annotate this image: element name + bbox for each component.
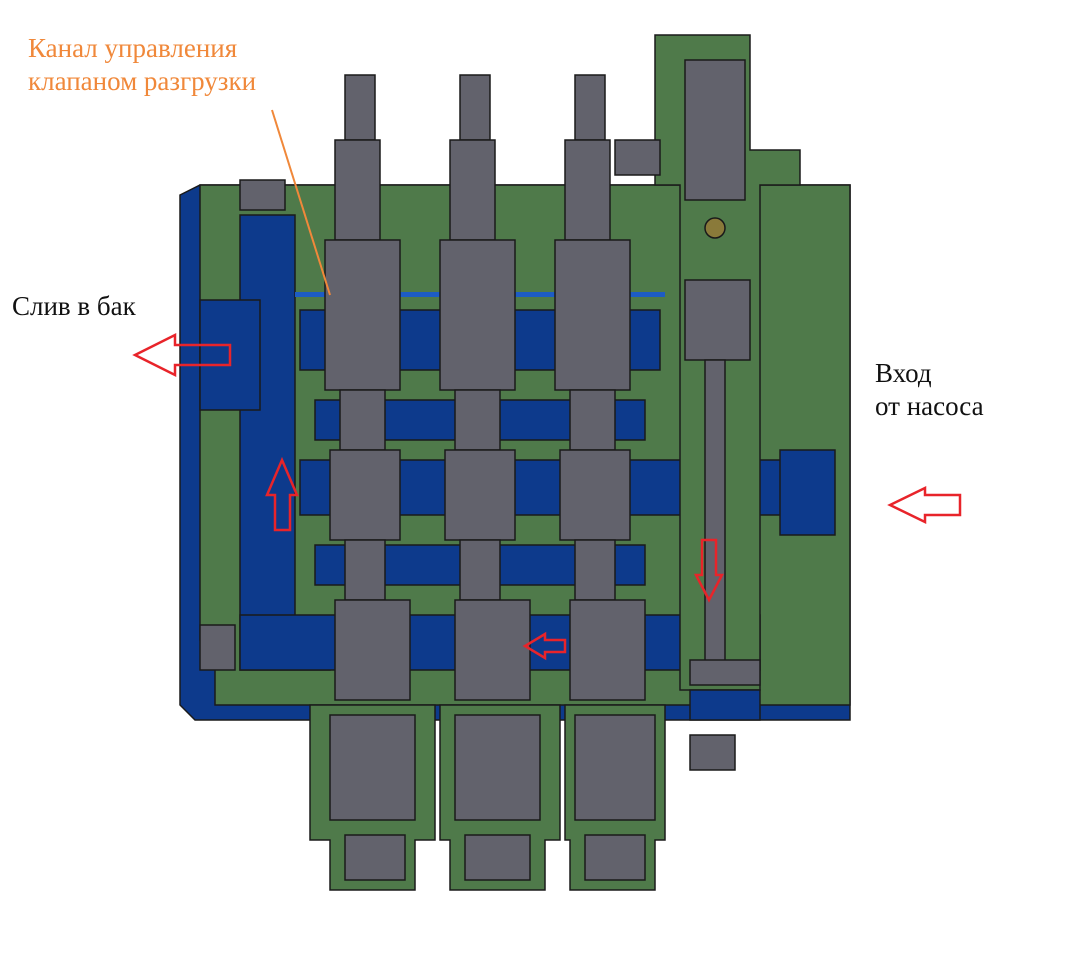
control-channel-label-line1: Канал управления [28,33,238,63]
inlet-arrow-icon [887,486,962,524]
spool-3 [554,74,646,701]
control-channel-label: Канал управления клапаном разгрузки [28,32,256,98]
spool-2 [439,74,531,701]
inlet-label-line2: от насоса [875,391,984,421]
spool-1 [324,74,411,701]
drain-arrow-icon [132,332,232,378]
left-arrow-icon [522,631,567,661]
control-channel-leader-line [271,109,331,296]
drain-to-tank-label: Слив в бак [12,291,136,321]
control-channel-label-line2: клапаном разгрузки [28,66,257,96]
inlet-label: Вход от насоса [875,357,984,423]
spring-caps [309,704,666,891]
inlet-label-line1: Вход [875,358,932,388]
up-arrow-icon [265,456,299,532]
flow-arrows [132,332,962,661]
down-arrow-icon [693,538,725,603]
